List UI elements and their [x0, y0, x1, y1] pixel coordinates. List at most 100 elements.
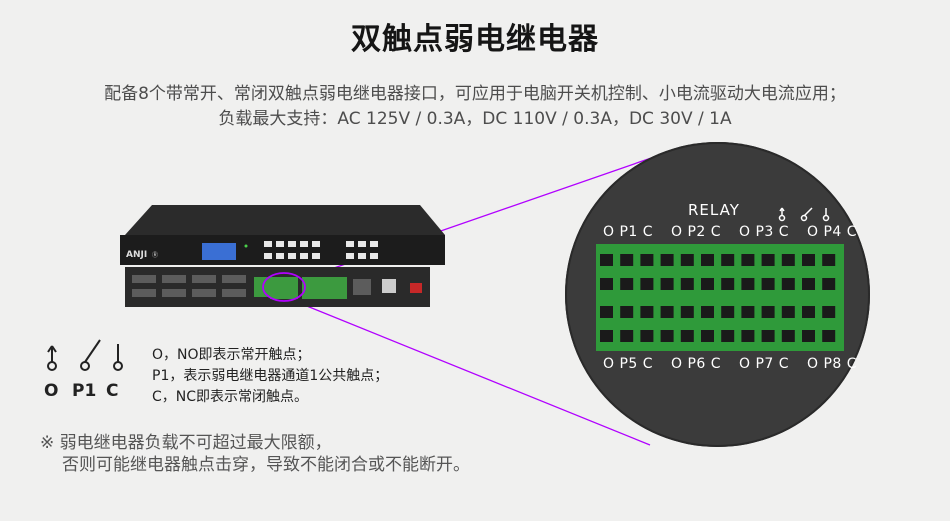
description-line-1: 配备8个带常开、常闭双触点弱电继电器接口，可应用于电脑开关机控制、小电流驱动大电… [104, 84, 846, 104]
terminal-pin [781, 254, 795, 266]
dc-symbol-2: DC [628, 109, 654, 129]
legend-line-common: P1，表示弱电继电器通道1公共触点； [152, 368, 389, 384]
terminal-pin [761, 278, 775, 290]
rear-network-port [382, 279, 396, 293]
terminal-pin [761, 330, 775, 342]
port-label-p3: O P3 C [739, 224, 790, 240]
device-front [120, 235, 445, 265]
rear-relay-terminal [270, 277, 298, 299]
terminal-pin [822, 330, 836, 342]
legend-line-nc: C，NC即表示常闭触点。 [152, 389, 309, 405]
rear-terminal-large [302, 277, 347, 299]
port-label-p2: O P2 C [671, 224, 722, 240]
terminal-pin [680, 330, 694, 342]
terminal-pin [781, 306, 795, 318]
device-brand: ANJI [126, 250, 147, 260]
relay-port-labels-bottom: O P5 C O P6 C O P7 C O P8 C [603, 356, 870, 372]
terminal-pin [781, 278, 795, 290]
terminal-pin [822, 278, 836, 290]
port-label-p7: O P7 C [739, 356, 790, 372]
terminal-pin [660, 254, 674, 266]
symbol-label-p1: P1 [72, 381, 97, 401]
terminal-pin [761, 254, 775, 266]
warning-line-1: ※ 弱电继电器负载不可超过最大限额， [40, 433, 332, 453]
terminal-pins [600, 254, 836, 342]
symbol-label-c: C [106, 381, 119, 401]
terminal-pin [701, 306, 714, 318]
terminal-pin [741, 306, 755, 318]
terminal-pin [741, 330, 755, 342]
relay-highlight-ring [262, 272, 306, 302]
terminal-pin [660, 306, 674, 318]
terminal-pin [660, 330, 674, 342]
relay-terminal-block [596, 244, 844, 351]
power-led [244, 244, 248, 248]
device-front-buttons [264, 241, 378, 259]
terminal-pin [640, 278, 654, 290]
terminal-pin [822, 306, 836, 318]
terminal-pin [680, 254, 694, 266]
port-label-p5: O P5 C [603, 356, 654, 372]
terminal-pin [721, 306, 735, 318]
rear-ports [132, 275, 246, 297]
device-lcd [202, 243, 236, 260]
terminal-pin [680, 306, 694, 318]
rear-terminal-small [254, 277, 274, 297]
terminal-pin [822, 254, 836, 266]
terminal-pin [640, 254, 654, 266]
terminal-pin [721, 278, 735, 290]
terminal-pin [741, 254, 755, 266]
symbol-label-o: O [44, 381, 59, 401]
page-title: 双触点弱电继电器 [351, 22, 599, 57]
device-top [125, 205, 445, 235]
terminal-pin [600, 330, 613, 342]
terminal-pin [600, 278, 613, 290]
load-label: 负载最大支持： [218, 109, 338, 129]
terminal-pin [721, 254, 735, 266]
terminal-pin [640, 330, 654, 342]
dc-symbol-1: DC [482, 109, 508, 129]
terminal-pin [660, 278, 674, 290]
port-label-p1: O P1 C [603, 224, 654, 240]
legend-line-no: O，NO即表示常开触点； [152, 347, 311, 363]
terminal-pin [802, 306, 815, 318]
terminal-pin [701, 254, 714, 266]
relay-symbol-icon [778, 207, 830, 222]
rear-serial-port [353, 279, 371, 295]
terminal-pin [600, 254, 613, 266]
device-brand-suffix: Ⓡ [152, 251, 158, 259]
terminal-pin [620, 254, 634, 266]
contact-legend: O，NO即表示常开触点； P1，表示弱电继电器通道1公共触点； C，NC即表示常… [152, 345, 388, 408]
power-switch [410, 283, 422, 293]
matrix-device: ANJI Ⓡ [120, 205, 445, 307]
dc-rating-1: 110V / 0.3A， [507, 109, 629, 129]
port-label-p6: O P6 C [671, 356, 722, 372]
terminal-pin [721, 330, 735, 342]
terminal-pin [802, 278, 815, 290]
terminal-pin [701, 330, 714, 342]
terminal-pin [781, 330, 795, 342]
terminal-pin [680, 278, 694, 290]
relay-label: RELAY [688, 201, 740, 219]
terminal-pin [802, 254, 815, 266]
port-label-p4: O P4 C [807, 224, 858, 240]
terminal-pin [741, 278, 755, 290]
description-line-2: 负载最大支持：AC 125V / 0.3A，DC 110V / 0.3A，DC … [0, 104, 950, 129]
port-label-p8: O P8 C [807, 356, 858, 372]
warning-line-2: 否则可能继电器触点击穿，导致不能闭合或不能断开。 [62, 455, 470, 475]
leader-line-bottom [291, 299, 651, 446]
terminal-pin [620, 330, 634, 342]
terminal-pin [600, 306, 613, 318]
dc-rating-2: 30V / 1A [653, 109, 732, 129]
warning-note: ※ 弱电继电器负载不可超过最大限额， 否则可能继电器触点击穿，导致不能闭合或不能… [40, 432, 470, 476]
ac-symbol: AC [337, 109, 361, 129]
terminal-pin [761, 306, 775, 318]
terminal-pin [701, 278, 714, 290]
terminal-pin [620, 306, 634, 318]
ac-rating: 125V / 0.3A， [360, 109, 483, 129]
contact-symbol-icon [47, 339, 123, 371]
terminal-pin [620, 278, 634, 290]
relay-port-labels-top: O P1 C O P2 C O P3 C O P4 C [603, 224, 870, 240]
terminal-pin [640, 306, 654, 318]
terminal-pin [802, 330, 815, 342]
